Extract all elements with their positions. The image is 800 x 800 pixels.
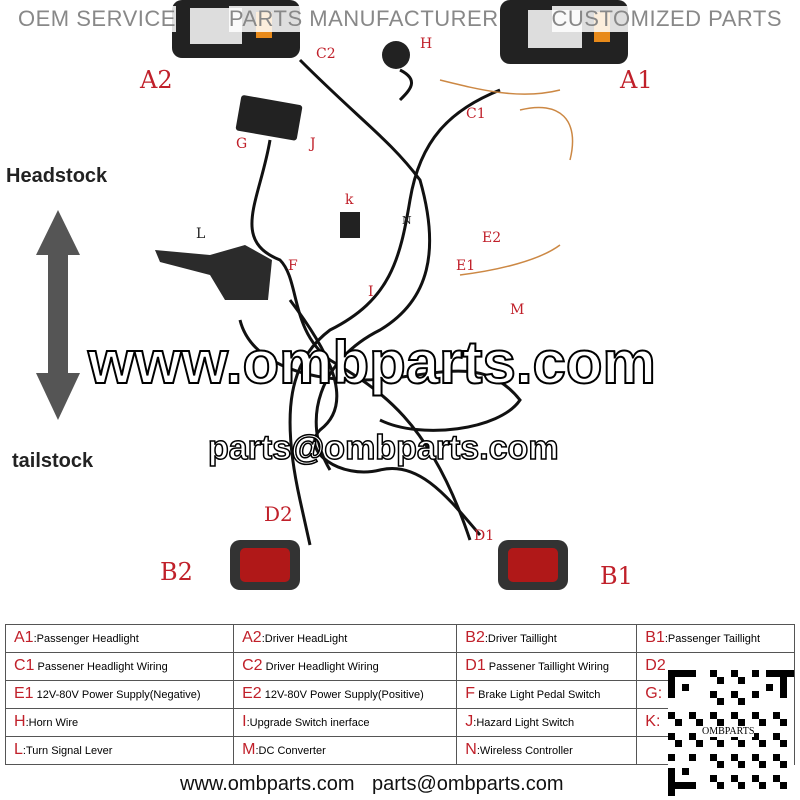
legend-key: L bbox=[14, 741, 23, 758]
label-e2: E2 bbox=[482, 230, 502, 246]
legend-key: J bbox=[465, 713, 474, 730]
legend-cell: J:Hazard Light Switch bbox=[456, 708, 638, 737]
label-k: k bbox=[345, 192, 354, 208]
legend-text: 12V-80V Power Supply(Positive) bbox=[261, 689, 424, 701]
label-d1: D1 bbox=[474, 528, 495, 544]
legend-text: :Passenger Headlight bbox=[33, 633, 139, 645]
legend-cell: I:Upgrade Switch inerface bbox=[233, 708, 458, 737]
horn bbox=[382, 41, 410, 69]
label-a1: A1 bbox=[620, 66, 653, 94]
footer-email: parts@ombparts.com bbox=[372, 773, 564, 795]
wiring-diagram bbox=[36, 0, 628, 590]
legend-key: F bbox=[465, 685, 476, 702]
legend-cell: E1 12V-80V Power Supply(Negative) bbox=[4, 680, 235, 709]
taillight-b2 bbox=[230, 540, 300, 590]
legend-row: E1 12V-80V Power Supply(Negative)E2 12V-… bbox=[4, 680, 795, 709]
legend-text: :Driver Taillight bbox=[484, 633, 557, 645]
legend-cell: B1:Passenger Taillight bbox=[636, 624, 795, 653]
legend-cell: E2 12V-80V Power Supply(Positive) bbox=[233, 680, 458, 709]
legend-key: B1 bbox=[645, 629, 665, 646]
legend-key: E1 bbox=[14, 685, 34, 702]
qr-text: OMBPARTS bbox=[702, 726, 755, 737]
legend-key: D1 bbox=[465, 657, 486, 674]
label-h: H bbox=[420, 36, 433, 52]
label-f: F bbox=[288, 258, 298, 274]
label-d2: D2 bbox=[264, 502, 293, 526]
label-l: L bbox=[196, 226, 206, 242]
legend-cell: A2:Driver HeadLight bbox=[233, 624, 458, 653]
legend-cell: A1:Passenger Headlight bbox=[4, 624, 235, 653]
legend-key: G: bbox=[645, 685, 663, 702]
label-c2: C2 bbox=[316, 46, 336, 62]
legend-text: :Turn Signal Lever bbox=[22, 745, 113, 757]
legend-cell: L:Turn Signal Lever bbox=[4, 736, 235, 765]
legend-text: :Horn Wire bbox=[25, 717, 79, 729]
part-g-switch bbox=[235, 95, 303, 141]
legend-key: M bbox=[242, 741, 256, 758]
turn-signal-lever bbox=[155, 245, 272, 300]
header-item: OEM SERVICE bbox=[18, 6, 176, 32]
legend-key: A2 bbox=[242, 629, 262, 646]
label-c1: C1 bbox=[466, 106, 486, 122]
headstock-label: Headstock bbox=[6, 165, 108, 187]
legend-text: 12V-80V Power Supply(Negative) bbox=[33, 689, 201, 701]
legend-key: E2 bbox=[242, 685, 262, 702]
header-banner: OEM SERVICE PARTS MANUFACTURER CUSTOMIZE… bbox=[0, 6, 800, 32]
label-a2: A2 bbox=[140, 66, 173, 94]
taillight-b1 bbox=[498, 540, 568, 590]
legend-text: Passener Taillight Wiring bbox=[485, 661, 610, 673]
legend-text: Driver Headlight Wiring bbox=[262, 661, 379, 673]
legend-key: K: bbox=[645, 713, 661, 730]
label-b2: B2 bbox=[160, 558, 193, 586]
legend-cell: H:Horn Wire bbox=[4, 708, 235, 737]
legend-cell: C1 Passener Headlight Wiring bbox=[4, 652, 235, 681]
legend-key: A1 bbox=[14, 629, 34, 646]
label-j: J bbox=[310, 136, 316, 152]
legend-text: Brake Light Pedal Switch bbox=[475, 689, 601, 701]
legend-key: B2 bbox=[465, 629, 485, 646]
legend-cell: C2 Driver Headlight Wiring bbox=[233, 652, 458, 681]
legend-text: :Upgrade Switch inerface bbox=[246, 717, 370, 729]
legend-cell: N:Wireless Controller bbox=[456, 736, 638, 765]
label-g: G bbox=[236, 136, 248, 152]
legend-key: C1 bbox=[14, 657, 35, 674]
label-i: I bbox=[368, 284, 374, 300]
legend-cell: D1 Passener Taillight Wiring bbox=[456, 652, 638, 681]
part-k-switch bbox=[340, 212, 360, 238]
header-item: CUSTOMIZED PARTS bbox=[551, 6, 782, 32]
legend-text: Passener Headlight Wiring bbox=[34, 661, 168, 673]
arrow-icon bbox=[36, 210, 80, 420]
legend-cell: F Brake Light Pedal Switch bbox=[456, 680, 638, 709]
legend-key: C2 bbox=[242, 657, 263, 674]
legend-key: D2 bbox=[645, 657, 666, 674]
legend-key: H bbox=[14, 713, 26, 730]
wires bbox=[238, 58, 522, 546]
tailstock-label: tailstock bbox=[12, 450, 94, 472]
watermark-url: www.ombparts.com bbox=[87, 329, 657, 397]
qr-code: OMBPARTS bbox=[668, 670, 794, 796]
label-m: M bbox=[510, 302, 525, 318]
legend-text: :DC Converter bbox=[255, 745, 326, 757]
watermark-email: parts@ombparts.com bbox=[207, 428, 559, 468]
legend-text: :Wireless Controller bbox=[476, 745, 573, 757]
legend-text: :Driver HeadLight bbox=[261, 633, 348, 645]
label-n: N bbox=[402, 214, 412, 227]
legend-text: :Passenger Taillight bbox=[664, 633, 761, 645]
legend-text: :Hazard Light Switch bbox=[473, 717, 575, 729]
footer-url: www.ombparts.com bbox=[180, 773, 355, 795]
header-item: PARTS MANUFACTURER bbox=[228, 6, 499, 32]
legend-key: N bbox=[465, 741, 477, 758]
legend-key: I bbox=[242, 713, 247, 730]
legend-cell: B2:Driver Taillight bbox=[456, 624, 638, 653]
label-e1: E1 bbox=[456, 258, 476, 274]
legend-cell: M:DC Converter bbox=[233, 736, 458, 765]
label-b1: B1 bbox=[600, 562, 633, 590]
